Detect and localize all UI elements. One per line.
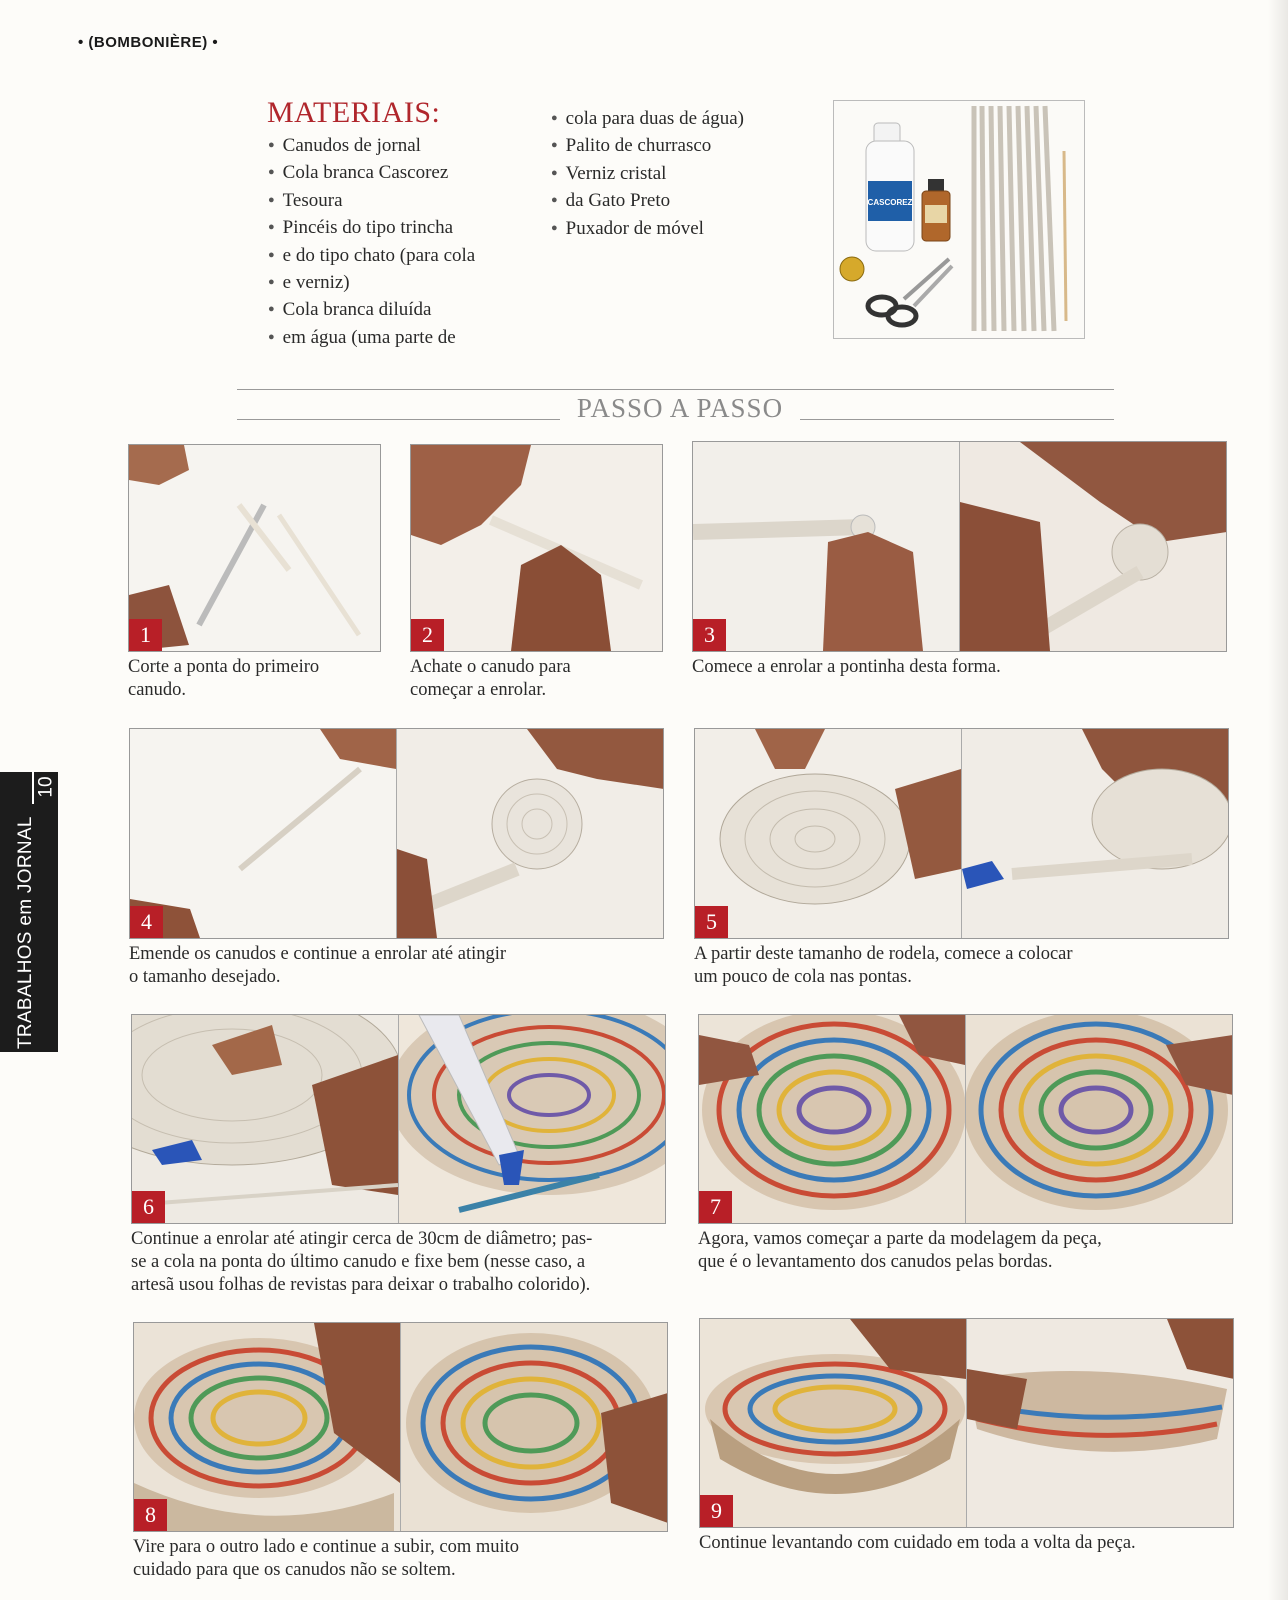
side-tab-divider [32, 772, 34, 804]
materials-photo: CASCOREZ [833, 100, 1085, 339]
step-number: 4 [130, 906, 163, 938]
knob-icon [839, 256, 865, 282]
material-item: Puxador de móvel [551, 215, 744, 242]
side-tab-label: TRABALHOS em JORNAL [15, 816, 36, 1049]
coil-disc-icon [719, 729, 961, 905]
step-number: 1 [129, 619, 162, 651]
step-2-caption: Achate o canudo para começar a enrolar. [410, 656, 680, 702]
caption-line: Continue levantando com cuidado em toda … [699, 1533, 1136, 1553]
step-number: 7 [699, 1191, 732, 1223]
caption-line: Emende os canudos e continue a enrolar a… [129, 944, 507, 964]
step-number: 9 [700, 1495, 733, 1527]
rolling-start-icon [693, 514, 923, 651]
steps-title: PASSO A PASSO [560, 393, 800, 424]
step-3-photo: 3 [692, 441, 1227, 652]
step-number: 3 [693, 619, 726, 651]
step-5-photo: 5 [694, 728, 1229, 939]
bowl-raising-right-icon [406, 1333, 667, 1523]
material-item: Verniz cristal [551, 160, 744, 187]
colored-coil-icon [399, 1015, 665, 1213]
skewer-icon [1062, 150, 1068, 322]
caption-line: se a cola na ponta do último canudo e fi… [131, 1252, 586, 1272]
caption-line: que é o levantamento dos canudos pelas b… [698, 1252, 1053, 1272]
material-item: Palito de churrasco [551, 132, 744, 159]
joining-straws-icon [130, 729, 396, 938]
caption-line: o tamanho desejado. [129, 967, 281, 987]
material-item: Tesoura [268, 187, 475, 214]
step-number: 5 [695, 906, 728, 938]
caption-line: artesã usou folhas de revistas para deix… [131, 1275, 591, 1295]
step-3-caption: Comece a enrolar a pontinha desta forma. [692, 656, 1222, 679]
material-item: e verniz) [268, 269, 475, 296]
bowl-raising-left-icon [134, 1323, 400, 1531]
small-coil-icon [397, 729, 663, 938]
page-number: 10 [35, 776, 57, 798]
step-9-photo: 9 [699, 1318, 1234, 1528]
glue-label: CASCOREZ [868, 198, 913, 207]
varnish-bottle-icon [921, 179, 951, 242]
step-7-photo: 7 [698, 1014, 1233, 1224]
caption-line: Continue a enrolar até atingir cerca de … [131, 1229, 593, 1249]
caption-line: Agora, vamos começar a parte da modelage… [698, 1229, 1102, 1249]
material-item: Cola branca Cascorez [268, 159, 475, 186]
materials-list-1: Canudos de jornal Cola branca Cascorez T… [268, 132, 476, 351]
coil-plate-left-icon [699, 1015, 965, 1210]
step-8-caption: Vire para o outro lado e continue a subi… [133, 1536, 673, 1582]
glue-applying-icon [962, 729, 1228, 889]
material-item: Canudos de jornal [268, 132, 475, 159]
step-number: 6 [132, 1191, 165, 1223]
material-item: cola para duas de água) [551, 105, 744, 132]
step-8-photo: 8 [133, 1322, 668, 1532]
bowl-side-left-icon [705, 1319, 966, 1494]
step-6-photo: 6 [131, 1014, 666, 1224]
materials-illustration: CASCOREZ [839, 105, 1068, 332]
scissors-cutting-icon [129, 445, 362, 651]
caption-line: Achate o canudo para [410, 657, 571, 677]
step-9-caption: Continue levantando com cuidado em toda … [699, 1532, 1239, 1555]
caption-line: cuidado para que os canudos não se solte… [133, 1560, 456, 1580]
step-1-caption: Corte a ponta do primeiro canudo. [128, 656, 398, 702]
paper-straws-icon [971, 105, 1057, 332]
step-number: 2 [411, 619, 444, 651]
step-1-photo: 1 [128, 444, 381, 652]
material-item: e do tipo chato (para cola [268, 242, 476, 269]
section-header: • (BOMBONIÈRE) • [78, 34, 219, 51]
step-7-caption: Agora, vamos começar a parte da modelage… [698, 1228, 1238, 1274]
bowl-side-right-icon [967, 1319, 1233, 1452]
divider-top [237, 389, 1114, 390]
material-item: Cola branca diluída [268, 296, 475, 323]
side-tab: 10 TRABALHOS em JORNAL [0, 772, 58, 1052]
step-5-caption: A partir deste tamanho de rodela, comece… [694, 943, 1234, 989]
material-item: Pincéis do tipo trincha [268, 214, 475, 241]
scissors-icon [865, 257, 954, 328]
materials-list-2: cola para duas de água) Palito de churra… [551, 105, 744, 242]
coil-plate-right-icon [966, 1015, 1232, 1210]
large-coil-glue-icon [132, 1015, 398, 1207]
caption-line: canudo. [128, 680, 187, 700]
step-2-photo: 2 [410, 444, 663, 652]
step-4-caption: Emende os canudos e continue a enrolar a… [129, 943, 669, 989]
caption-line: começar a enrolar. [410, 680, 547, 700]
rolling-coil-icon [960, 442, 1226, 651]
caption-line: A partir deste tamanho de rodela, comece… [694, 944, 1073, 964]
page-edge [1268, 0, 1288, 1600]
material-item: em água (uma parte de [268, 324, 475, 351]
step-number: 8 [134, 1499, 167, 1531]
hands-flatten-icon [411, 445, 643, 651]
step-6-caption: Continue a enrolar até atingir cerca de … [131, 1228, 691, 1297]
caption-line: um pouco de cola nas pontas. [694, 967, 912, 987]
material-item: da Gato Preto [551, 187, 744, 214]
caption-line: Vire para o outro lado e continue a subi… [133, 1537, 520, 1557]
materials-title: MATERIAIS: [267, 96, 441, 129]
caption-line: Corte a ponta do primeiro [128, 657, 320, 677]
step-4-photo: 4 [129, 728, 664, 939]
glue-bottle-icon [865, 122, 915, 252]
caption-line: Comece a enrolar a pontinha desta forma. [692, 657, 1001, 677]
